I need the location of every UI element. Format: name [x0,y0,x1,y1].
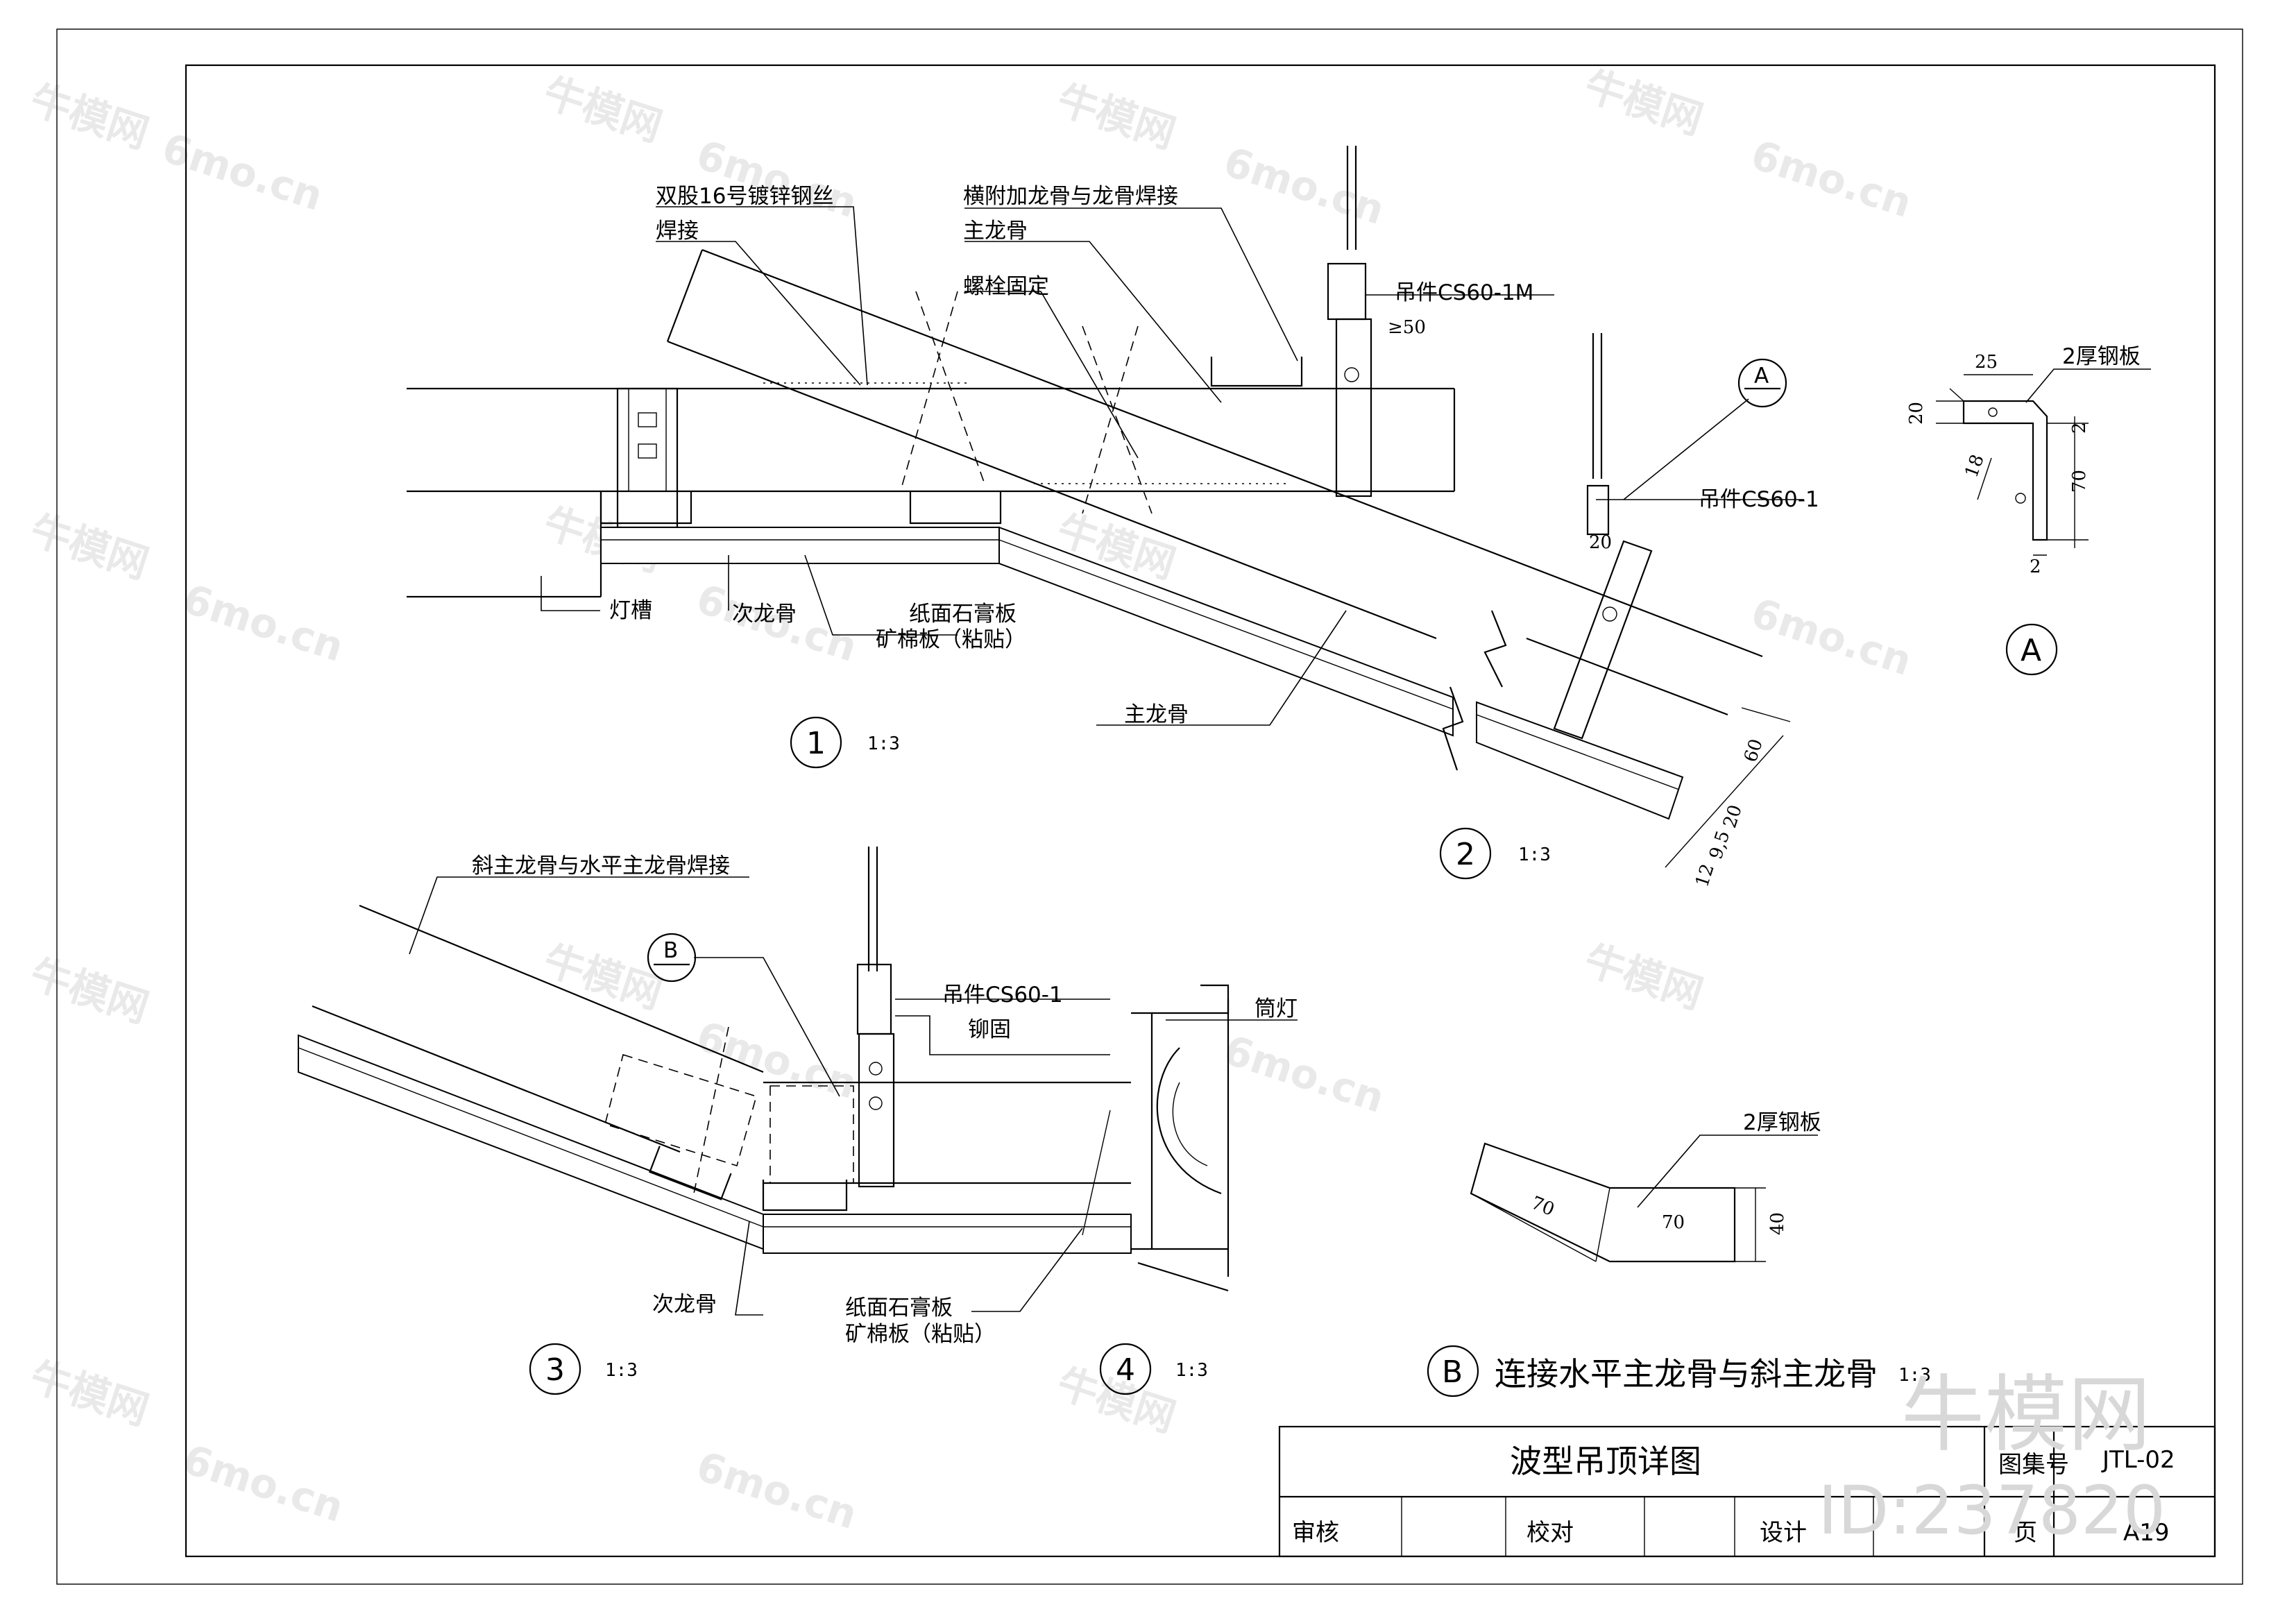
detail-3-number: 3 [545,1352,565,1388]
label-main-joist-top: 主龙骨 [963,219,1028,244]
dim-b-70-a: 70 [1528,1193,1557,1221]
page-number: A19 [2123,1519,2170,1547]
detail-b-scale: 1:3 [1898,1365,1931,1386]
title-block [1278,1425,2216,1558]
dim-9-5: 9,5 [1706,829,1734,863]
label-steel-plate-b: 2厚钢板 [1743,1110,1821,1135]
detail-a-letter: A [2021,633,2041,668]
callout-b-marker: B [647,933,697,983]
dim-a-2-bottom: 2 [2030,556,2041,577]
label-rivet: 铆固 [968,1017,1011,1042]
watermark-site: 6mo.cn [178,575,350,671]
detail-3-4-drawing [298,847,1230,1292]
label-gypsum-3: 纸面石膏板 [845,1295,953,1320]
label-main-joist-2: 主龙骨 [1124,702,1189,727]
detail-2-scale: 1:3 [1518,844,1551,865]
detail-1-number: 1 [806,726,826,761]
callout-a-letter: A [1754,364,1769,389]
watermark-brand: 牛模网 [25,950,155,1032]
detail-b-drawing [1470,1135,1818,1263]
label-mineral-1: 矿棉板（粘贴） [876,627,1026,652]
watermark-site: 6mo.cn [691,1012,863,1108]
callout-a-marker: A [1737,358,1787,408]
detail-4-number: 4 [1116,1352,1135,1388]
label-downlight: 筒灯 [1255,996,1298,1021]
label-sub-joist-3: 次龙骨 [652,1292,717,1317]
dim-b-70-b: 70 [1662,1212,1685,1233]
dim-60: 60 [1740,736,1767,765]
detail-b-letter: B [1442,1354,1463,1390]
detail-3-4-leaders [409,876,1298,1316]
dim-20-top: 20 [1589,532,1612,553]
detail-4-marker [1099,1343,1152,1395]
page-label: 页 [2014,1519,2037,1547]
dim-a-18: 18 [1961,452,1989,480]
watermark-site: 6mo.cn [178,1436,350,1531]
dim-a-2-right: 2 [2069,422,2090,434]
watermark-site: 6mo.cn [1746,131,1918,227]
detail-2-number: 2 [1456,837,1475,872]
detail-4-scale: 1:3 [1175,1360,1208,1381]
watermark-brand: 牛模网 [25,506,155,588]
label-hanger-cs60-1m: 吊件CS60-1M [1395,280,1533,305]
watermark-site: 6mo.cn [691,1443,863,1538]
detail-3-marker [529,1343,581,1395]
atlas-label: 图集号 [1998,1451,2069,1479]
dim-a-70: 70 [2069,470,2090,493]
watermark-site: 6mo.cn [1746,589,1918,685]
label-hanger-cs60-1-mid: 吊件CS60-1 [942,983,1063,1008]
watermark-brand: 牛模网 [538,69,668,151]
callout-b-letter: B [663,938,678,963]
inner-border [185,64,2216,1558]
dim-gte-50: ≥50 [1388,317,1426,338]
detail-a-marker [2005,623,2058,676]
watermark-id: ID:237820 [1818,1472,2166,1549]
detail-b-marker [1427,1345,1479,1397]
watermark-brand: 牛模网 [25,76,155,158]
dim-12: 12 [1692,861,1719,890]
detail-3-scale: 1:3 [605,1360,638,1381]
dim-b-40: 40 [1767,1212,1788,1235]
watermark-site: 6mo.cn [1218,138,1391,234]
detail-1-2-leaders [541,206,1804,726]
detail-2-marker [1439,827,1492,880]
detail-1-2-drawing [407,146,1791,868]
detail-a-drawing [1936,368,2151,556]
watermark-brand: 牛模网 [25,1352,155,1434]
label-diag-weld: 斜主龙骨与水平主龙骨焊接 [472,853,730,878]
label-cross-weld: 横附加龙骨与龙骨焊接 [963,184,1178,209]
outer-border [56,28,2243,1585]
detail-1-scale: 1:3 [867,733,900,754]
label-steel-plate-a: 2厚钢板 [2062,344,2141,369]
detail-1-marker [790,716,842,769]
label-gypsum-1: 纸面石膏板 [909,602,1017,627]
label-hanger-cs60-1-top: 吊件CS60-1 [1699,487,1819,512]
label-weld: 焊接 [656,219,699,244]
dim-a-20: 20 [1906,402,1927,425]
atlas-number: JTL-02 [2101,1446,2175,1474]
review-label: 审核 [1292,1519,1339,1547]
label-light-trough: 灯槽 [609,598,652,623]
dim-20-side: 20 [1719,802,1746,831]
detail-b-caption: 连接水平主龙骨与斜主龙骨 [1495,1355,1878,1393]
label-sub-joist-1: 次龙骨 [732,602,797,627]
watermark-site: 6mo.cn [157,124,329,220]
watermark-brand: 牛模网 [1052,76,1182,158]
watermark-site: 6mo.cn [691,131,863,227]
watermark-brand: 牛模网 [1579,936,1709,1018]
check-label: 校对 [1527,1519,1574,1547]
watermark-brand-large: 牛模网 [1901,1367,2151,1463]
drawing-title: 波型吊顶详图 [1510,1443,1701,1480]
watermark-brand: 牛模网 [1579,62,1709,144]
watermark-site: 6mo.cn [1218,1026,1391,1122]
label-mineral-3: 矿棉板（粘贴） [845,1322,996,1347]
label-wire: 双股16号镀锌钢丝 [656,184,833,209]
design-label: 设计 [1760,1519,1807,1547]
dim-a-25: 25 [1975,352,1998,373]
label-bolt: 螺栓固定 [963,274,1049,299]
